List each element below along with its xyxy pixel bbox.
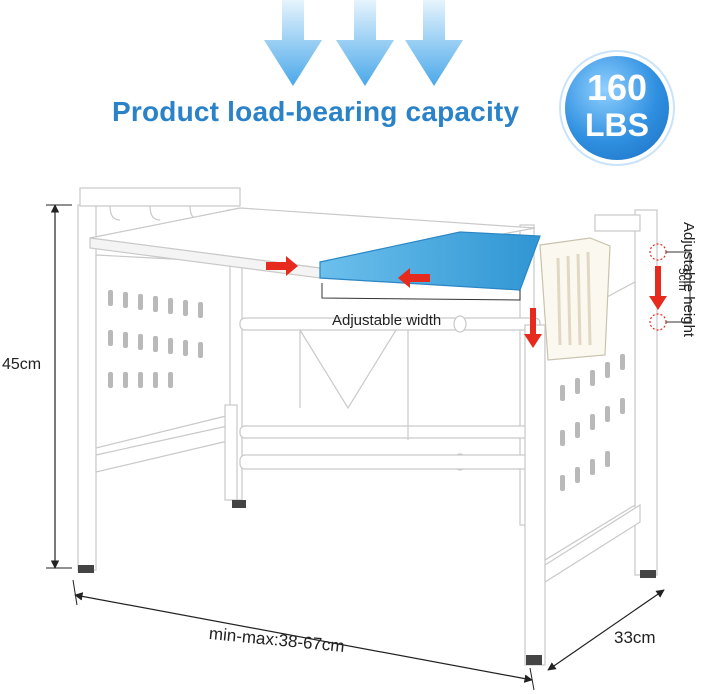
width-bracket (321, 283, 521, 301)
red-arrow-icon (524, 308, 542, 348)
panel-slots (108, 290, 625, 491)
height-step-label: 5cm (676, 268, 690, 291)
dimension-line-length (74, 592, 533, 683)
adjustable-width-label: Adjustable width (332, 312, 442, 329)
down-arrow-icon (405, 0, 463, 86)
capacity-value: 160 (586, 67, 648, 108)
capacity-unit: LBS (585, 107, 649, 143)
red-arrow-icon (266, 256, 298, 276)
down-arrow-icon (336, 0, 394, 86)
headline: Product load-bearing capacity (112, 96, 520, 127)
red-arrow-icon (398, 268, 430, 288)
height-label: 45cm (2, 356, 42, 373)
height-bracket (666, 251, 691, 323)
depth-label: 33cm (614, 628, 656, 647)
red-arrow-icon (649, 266, 667, 310)
down-arrow-icon (264, 0, 322, 86)
dimension-line-depth (547, 589, 665, 671)
capacity-badge: 160 LBS (565, 56, 669, 160)
rack-illustration (77, 187, 658, 666)
